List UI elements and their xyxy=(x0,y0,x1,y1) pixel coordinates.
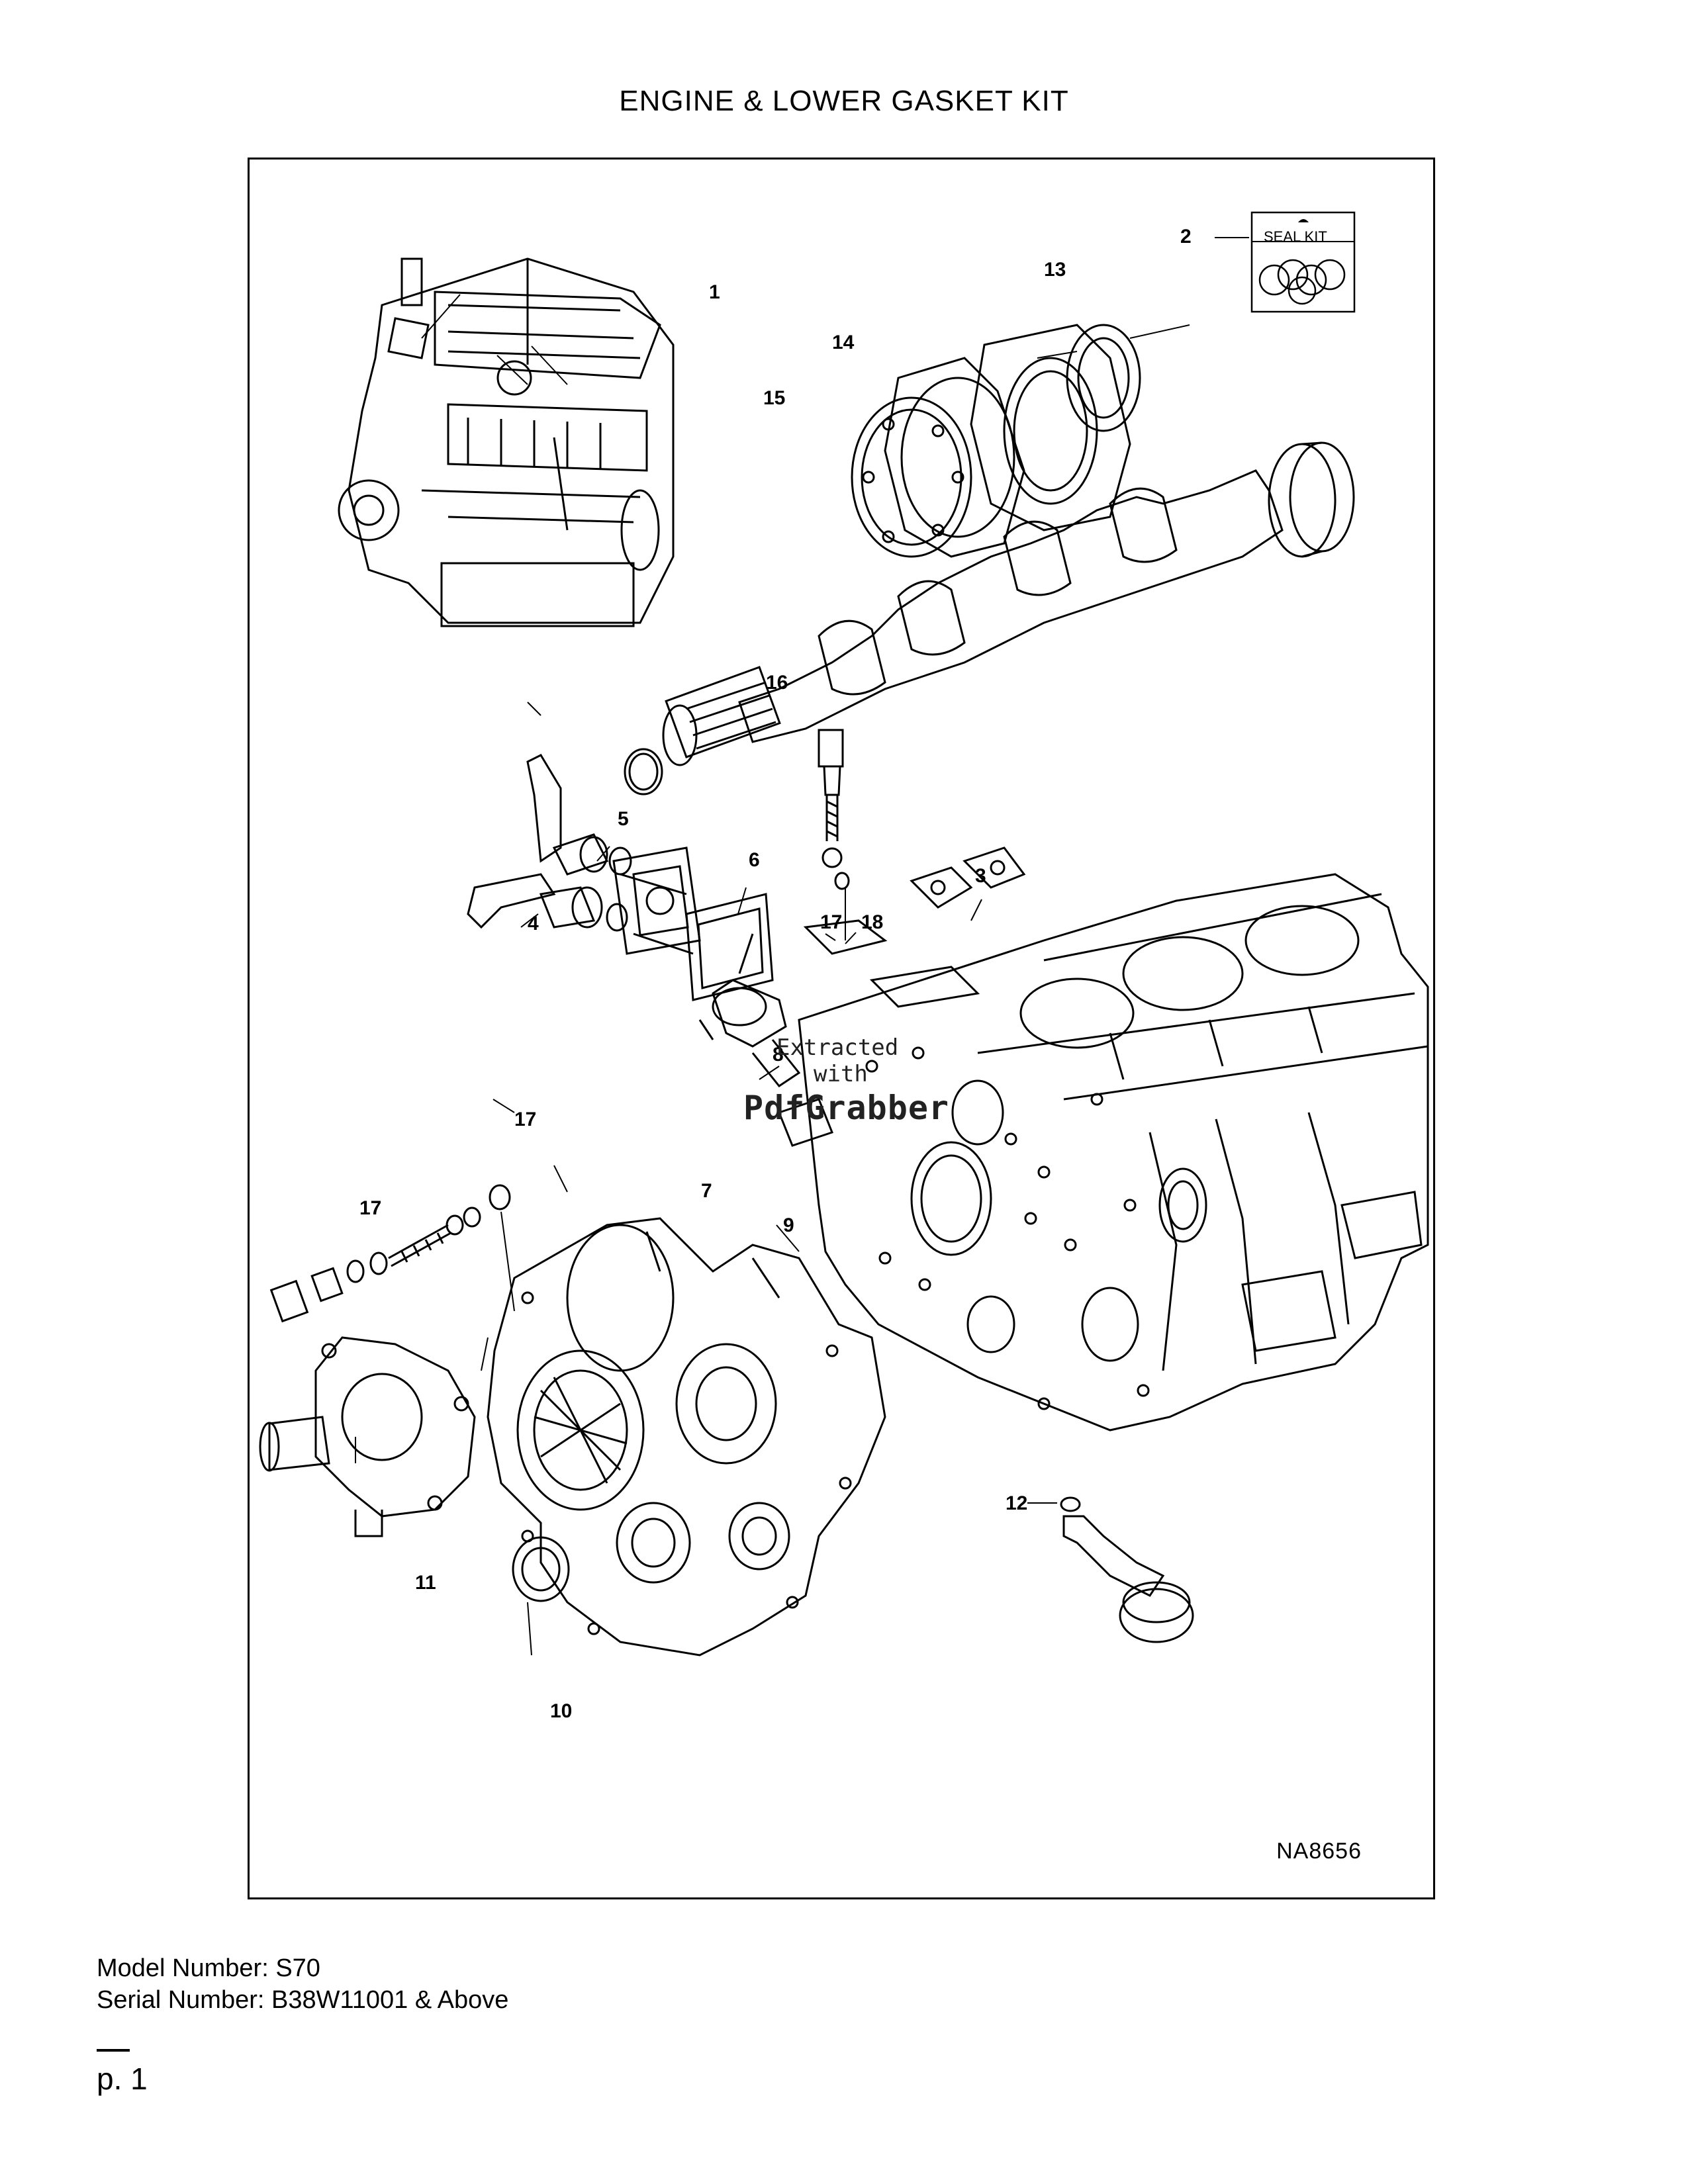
watermark-line-1: Extracted xyxy=(776,1034,899,1061)
governor-cover-plate xyxy=(612,846,701,955)
callout-3: 3 xyxy=(975,865,986,887)
gasket-ring-15 xyxy=(851,396,972,558)
o-ring-16 xyxy=(624,748,663,796)
seal-kit-label: SEAL KIT xyxy=(1264,228,1327,245)
page-number: p. 1 xyxy=(97,2062,148,2096)
watermark-line-3: PdfGrabber xyxy=(743,1089,950,1127)
crankshaft-drawing xyxy=(662,469,1284,766)
callout-17-upper: 17 xyxy=(820,911,843,933)
callout-leaders xyxy=(355,294,1057,1656)
parts-drawing xyxy=(259,211,1429,1657)
callout-5: 5 xyxy=(618,808,629,830)
drawing-code: NA8656 xyxy=(1276,1839,1362,1864)
callout-4: 4 xyxy=(528,913,539,934)
governor-levers-drawing xyxy=(467,754,694,955)
seal-kit-icon xyxy=(1250,211,1356,313)
callout-15: 15 xyxy=(763,387,786,409)
cylinder-block-drawing xyxy=(798,873,1429,1432)
callout-9: 9 xyxy=(783,1214,794,1236)
callout-14: 14 xyxy=(832,332,855,353)
callout-12: 12 xyxy=(1006,1492,1028,1514)
oil-pickup-drawing xyxy=(1060,1496,1194,1643)
exploded-parts-diagram: 1 2 3 4 5 6 7 8 9 10 11 12 13 14 15 16 1… xyxy=(248,158,1435,1899)
fuel-pump-drawing xyxy=(698,919,980,1147)
engine-assembly-drawing xyxy=(338,257,675,627)
callout-17-middle: 17 xyxy=(514,1109,537,1130)
model-number: Model Number: S70 xyxy=(97,1954,320,1982)
crank-bearing-ring xyxy=(1268,441,1355,558)
callout-16: 16 xyxy=(766,672,788,694)
water-pump-drawing xyxy=(259,1336,476,1537)
callout-8: 8 xyxy=(773,1044,784,1066)
callout-1: 1 xyxy=(709,281,720,303)
callout-11: 11 xyxy=(415,1572,436,1594)
relief-valve-drawing xyxy=(818,729,850,940)
serial-number: Serial Number: B38W11001 & Above xyxy=(97,1986,509,2014)
rear-seal-housing-drawing xyxy=(884,324,1190,558)
callout-7: 7 xyxy=(701,1180,712,1202)
page-number-rule xyxy=(97,2049,130,2052)
callout-18: 18 xyxy=(861,911,884,933)
gasket-3 xyxy=(910,846,1026,909)
callout-10: 10 xyxy=(550,1700,573,1722)
callout-6: 6 xyxy=(749,849,760,871)
gasket-6 xyxy=(685,893,774,1001)
watermark-line-2: with xyxy=(814,1061,868,1087)
callout-17-lower: 17 xyxy=(359,1197,382,1219)
callout-13: 13 xyxy=(1044,259,1066,281)
page-title: ENGINE & LOWER GASKET KIT xyxy=(619,85,1069,117)
front-oil-seal-10 xyxy=(512,1536,570,1602)
gear-case-drawing xyxy=(487,1217,886,1657)
relief-valve-parts-lower xyxy=(269,1184,515,1323)
callout-2: 2 xyxy=(1180,226,1192,248)
